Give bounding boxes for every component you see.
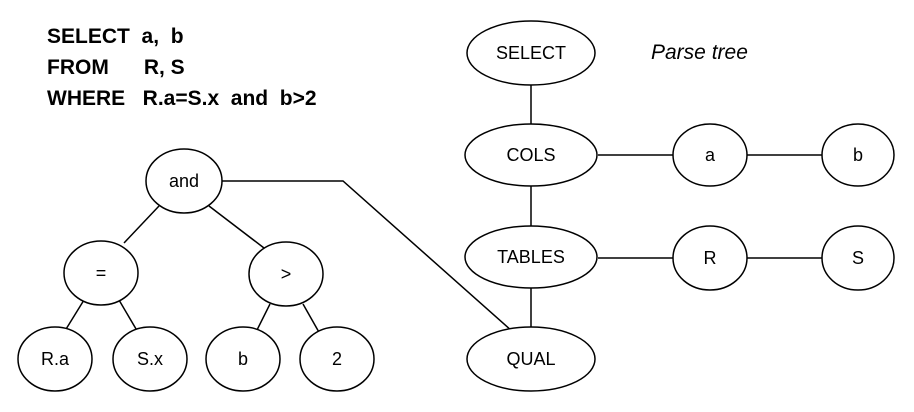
sql-select-clause: SELECT a, b [47, 25, 184, 48]
node-and-label: and [169, 171, 199, 191]
node-gt-label: > [281, 264, 292, 284]
node-ra: R.a [17, 326, 93, 392]
node-eq-label: = [96, 263, 107, 283]
edge-and-gt [208, 205, 265, 249]
sql-where-clause: WHERE R.a=S.x and b>2 [47, 87, 317, 110]
node-select-label: SELECT [496, 43, 566, 63]
node-qual: QUAL [466, 326, 596, 392]
edge-eq-sx [118, 299, 140, 335]
node-cols: COLS [464, 123, 598, 187]
edge-and-eq [123, 205, 160, 244]
node-and: and [145, 148, 223, 214]
node-col-b-label: b [853, 145, 863, 165]
node-col-a-label: a [705, 145, 716, 165]
node-b: b [205, 326, 281, 392]
node-sx: S.x [112, 326, 188, 392]
node-eq: = [63, 240, 139, 306]
node-select: SELECT [466, 20, 596, 86]
node-cols-label: COLS [506, 145, 555, 165]
node-two-label: 2 [332, 349, 342, 369]
node-col-b: b [821, 123, 895, 187]
node-tables-label: TABLES [497, 247, 565, 267]
edge-and-qual [222, 180, 513, 332]
node-ra-label: R.a [41, 349, 70, 369]
node-table-s: S [821, 225, 895, 291]
node-two: 2 [299, 326, 375, 392]
parse-tree-caption: Parse tree [651, 41, 748, 64]
node-table-r-label: R [704, 248, 717, 268]
node-sx-label: S.x [137, 349, 163, 369]
node-table-s-label: S [852, 248, 864, 268]
node-b-label: b [238, 349, 248, 369]
node-tables: TABLES [464, 225, 598, 289]
node-col-a: a [672, 123, 748, 187]
node-table-r: R [672, 225, 748, 291]
edge-gt-2 [302, 303, 321, 335]
node-gt: > [248, 241, 324, 307]
sql-from-clause: FROM R, S [47, 56, 185, 79]
node-qual-label: QUAL [506, 349, 555, 369]
